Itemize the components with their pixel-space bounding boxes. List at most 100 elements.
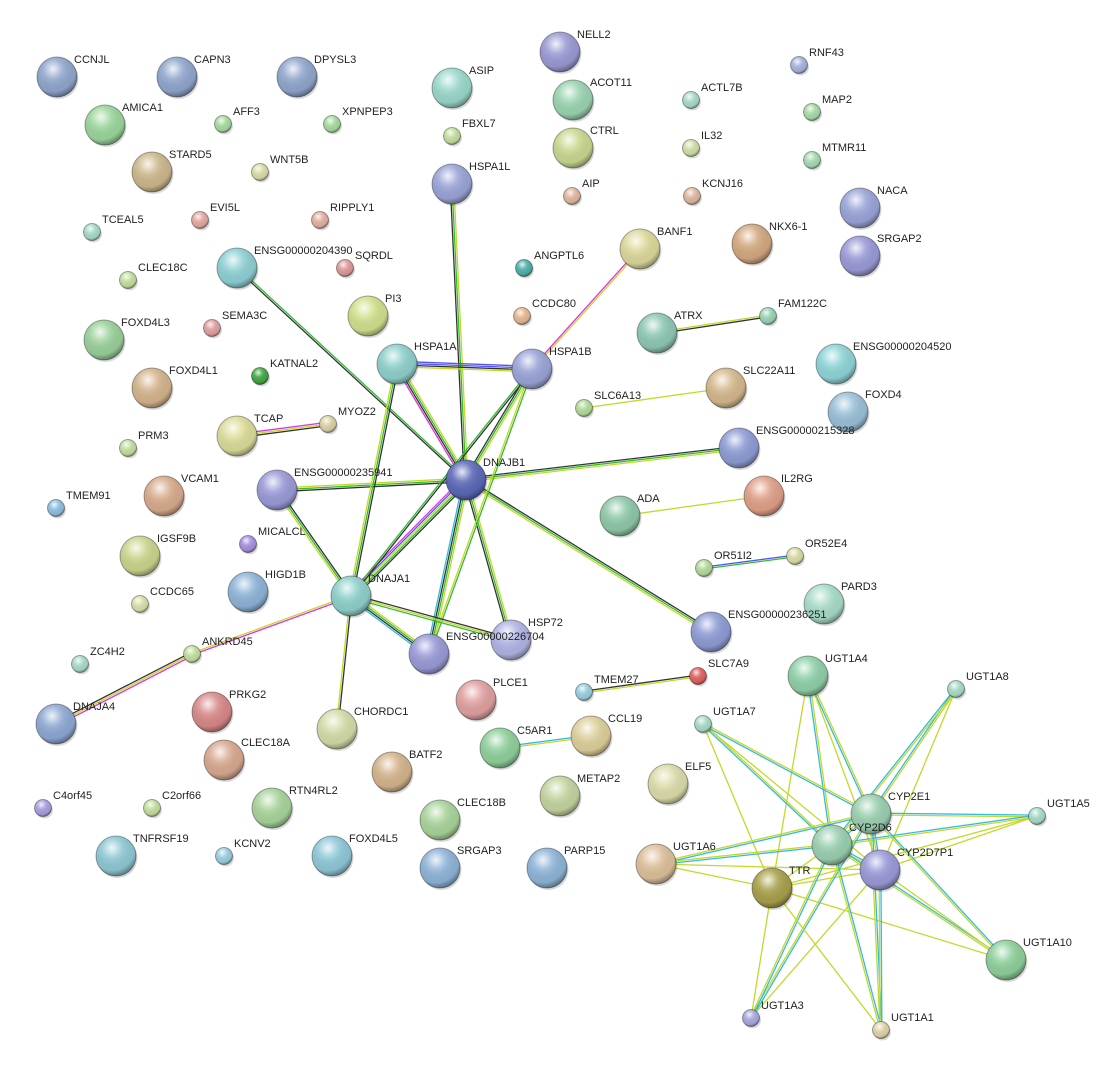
node-asip[interactable]: ASIP (431, 65, 494, 110)
node-ugt1a3[interactable]: UGT1A3 (742, 1000, 804, 1029)
node-nkx6-1[interactable]: NKX6-1 (731, 221, 808, 266)
edge-cyp2d6-ugt1a5[interactable] (831, 814, 1038, 847)
edge-ttr-ugt1a7[interactable] (702, 723, 773, 889)
node-clec18c[interactable]: CLEC18C (119, 262, 188, 291)
node-foxd4l3[interactable]: FOXD4L3 (83, 317, 170, 362)
edge-dnajb1-hspa1a[interactable] (394, 362, 469, 482)
node-slc6a13[interactable]: SLC6A13 (575, 390, 642, 419)
node-map2[interactable]: MAP2 (803, 94, 852, 123)
node-aip[interactable]: AIP (563, 178, 600, 207)
node-nell2[interactable]: NELL2 (539, 29, 611, 74)
edge-dnajb1-ensg00000204390[interactable] (235, 266, 468, 482)
node-c2orf66[interactable]: C2orf66 (143, 790, 202, 819)
node-mtmr11[interactable]: MTMR11 (803, 142, 867, 171)
node-atrx[interactable]: ATRX (636, 310, 703, 355)
node-kcnj16[interactable]: KCNJ16 (683, 178, 743, 207)
node-ensg00000204520[interactable]: ENSG00000204520 (815, 341, 951, 386)
node-ugt1a4[interactable]: UGT1A4 (787, 653, 868, 698)
edge-dnaja1-chordc1[interactable] (335, 595, 353, 730)
edge-cyp2d6-ugt1a4[interactable] (806, 675, 834, 846)
edge-dnajb1-ensg00000215328[interactable] (465, 445, 740, 483)
edge-cyp2e1-ugt1a6[interactable] (655, 812, 872, 866)
edge-hspa1a-dnaja1[interactable] (348, 363, 400, 597)
node-or52e4[interactable]: OR52E4 (786, 538, 848, 567)
edge-cyp2d6-ugt1a7[interactable] (701, 722, 834, 847)
node-stard5[interactable]: STARD5 (131, 149, 212, 194)
edge-hspa1b-dnaja1[interactable] (349, 368, 534, 597)
edge-cyp2e1-ugt1a5[interactable] (870, 812, 1038, 818)
edge-dnajb1-dnaja1[interactable] (347, 477, 470, 599)
node-sqrdl[interactable]: SQRDL (336, 250, 393, 279)
node-il2rg[interactable]: IL2RG (743, 473, 813, 518)
node-ccl19[interactable]: CCL19 (570, 713, 642, 758)
node-sema3c[interactable]: SEMA3C (203, 310, 268, 339)
node-ensg00000204390[interactable]: ENSG00000204390 (216, 245, 352, 290)
node-metap2[interactable]: METAP2 (539, 773, 620, 818)
node-batf2[interactable]: BATF2 (371, 749, 442, 794)
node-ctrl[interactable]: CTRL (552, 125, 619, 170)
edge-cyp2d7p1-ugt1a8[interactable] (879, 688, 957, 871)
node-ugt1a6[interactable]: UGT1A6 (635, 841, 716, 886)
node-foxd4l1[interactable]: FOXD4L1 (131, 365, 218, 410)
node-hspa1b[interactable]: HSPA1B (511, 346, 592, 391)
node-ada[interactable]: ADA (599, 493, 660, 538)
node-wnt5b[interactable]: WNT5B (251, 154, 309, 183)
node-igsf9b[interactable]: IGSF9B (119, 533, 196, 578)
node-micalcl[interactable]: MICALCL (239, 526, 306, 555)
node-tcap[interactable]: TCAP (216, 413, 283, 458)
node-c4orf45[interactable]: C4orf45 (34, 790, 93, 819)
edge-dnajb1-hspa1l[interactable] (449, 183, 469, 481)
edge-ttr-ugt1a3[interactable] (750, 887, 773, 1019)
node-katnal2[interactable]: KATNAL2 (251, 358, 319, 387)
edge-cyp2e1-ugt1a10[interactable] (869, 812, 1008, 962)
node-ccdc80[interactable]: CCDC80 (513, 298, 577, 327)
node-hspa1l[interactable]: HSPA1L (431, 161, 510, 206)
node-ripply1[interactable]: RIPPLY1 (311, 202, 375, 231)
edge-cyp2d6-ugt1a6[interactable] (655, 843, 833, 866)
node-ensg00000235941[interactable]: ENSG00000235941 (256, 467, 392, 512)
edge-dnaja1-ankrd45[interactable] (191, 594, 352, 656)
edge-cyp2d6-ugt1a1[interactable] (830, 844, 883, 1031)
node-prkg2[interactable]: PRKG2 (191, 689, 266, 734)
edge-ttr-ugt1a4[interactable] (771, 675, 809, 889)
edge-dnaja1-hsp72[interactable] (350, 593, 512, 643)
edge-cyp2d7p1-ugt1a1[interactable] (878, 869, 883, 1031)
edge-cyp2d7p1-ugt1a5[interactable] (879, 815, 1038, 871)
node-naca[interactable]: NACA (839, 185, 908, 230)
edge-cyp2d7p1-ugt1a10[interactable] (879, 869, 1007, 961)
node-srgap3[interactable]: SRGAP3 (419, 845, 502, 890)
node-myoz2[interactable]: MYOZ2 (319, 406, 376, 435)
node-ttr[interactable]: TTR (751, 865, 810, 910)
node-cyp2d6[interactable]: CYP2D6 (811, 822, 892, 867)
node-ensg00000226704[interactable]: ENSG00000226704 (408, 631, 544, 676)
node-clec18a[interactable]: CLEC18A (203, 737, 291, 782)
edge-or51i2-or52e4[interactable] (703, 554, 796, 570)
node-rtn4rl2[interactable]: RTN4RL2 (251, 785, 338, 830)
node-cyp2e1[interactable]: CYP2E1 (850, 791, 930, 836)
edge-cyp2e1-ugt1a7[interactable] (702, 722, 872, 816)
node-tceal5[interactable]: TCEAL5 (83, 214, 144, 243)
node-ensg00000236251[interactable]: ENSG00000236251 (690, 609, 826, 654)
node-tmem27[interactable]: TMEM27 (575, 674, 639, 703)
edge-ankrd45-dnaja4[interactable] (54, 651, 194, 727)
edge-hspa1b-banf1[interactable] (530, 247, 642, 371)
edge-cyp2d7p1-ugt1a6[interactable] (655, 863, 881, 871)
node-vcam1[interactable]: VCAM1 (143, 473, 219, 518)
node-slc22a11[interactable]: SLC22A11 (705, 365, 795, 410)
node-il32[interactable]: IL32 (682, 130, 723, 159)
node-capn3[interactable]: CAPN3 (156, 54, 231, 99)
node-pi3[interactable]: PI3 (347, 293, 402, 338)
node-parp15[interactable]: PARP15 (526, 845, 605, 890)
edge-ensg00000235941-dnaja1[interactable] (274, 488, 354, 598)
node-ensg00000215328[interactable]: ENSG00000215328 (718, 425, 854, 470)
node-dpysl3[interactable]: DPYSL3 (276, 54, 356, 99)
node-c5ar1[interactable]: C5AR1 (479, 725, 552, 770)
node-higd1b[interactable]: HIGD1B (227, 569, 306, 614)
node-chordc1[interactable]: CHORDC1 (316, 706, 408, 751)
node-cyp2d7p1[interactable]: CYP2D7P1 (859, 847, 953, 892)
node-hspa1a[interactable]: HSPA1A (376, 341, 457, 386)
edge-tmem27-slc7a9[interactable] (583, 674, 699, 694)
node-ankrd45[interactable]: ANKRD45 (183, 636, 253, 665)
node-fam122c[interactable]: FAM122C (759, 298, 827, 327)
node-tnfrsf19[interactable]: TNFRSF19 (95, 833, 189, 878)
